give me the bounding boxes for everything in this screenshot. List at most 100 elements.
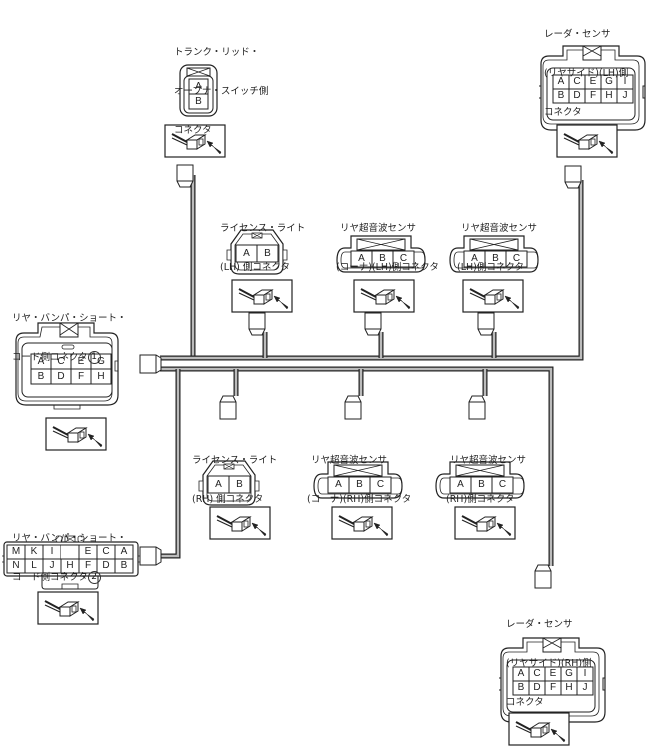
pin-cell bbox=[188, 93, 209, 110]
pin-grid-sonar-corner-lh bbox=[350, 250, 415, 268]
view-icon-radar-rh bbox=[508, 712, 570, 746]
plug-radar-lh bbox=[564, 165, 582, 189]
pin-label: A bbox=[517, 668, 525, 679]
view-icon-radar-lh bbox=[556, 124, 618, 158]
pin-label: A bbox=[243, 247, 250, 259]
pin-cell bbox=[228, 475, 251, 494]
pin-cell bbox=[392, 250, 415, 268]
pin-label: A bbox=[557, 76, 565, 87]
view-icon-license-lh bbox=[231, 279, 293, 313]
wire-to-cord2 bbox=[160, 369, 181, 559]
pin-cell bbox=[369, 476, 392, 494]
pin-label: C bbox=[512, 253, 521, 264]
pin-label: H bbox=[66, 560, 74, 571]
plug-cord-2 bbox=[139, 546, 162, 566]
pin-label: J bbox=[582, 682, 588, 693]
plug-trunk-lid bbox=[176, 164, 194, 188]
plug-license-lh bbox=[248, 312, 266, 336]
pin-label: H bbox=[565, 682, 573, 693]
plug-sonar-corner-lh bbox=[364, 312, 382, 336]
pin-cell bbox=[616, 88, 634, 104]
pin-label: H bbox=[605, 90, 613, 101]
label-license-lamp-rh: ライセンス・ライト (RH) 側コネクタ bbox=[192, 455, 278, 505]
pin-cell bbox=[505, 250, 528, 268]
plug-radar-rh bbox=[534, 564, 552, 589]
pin-label: B bbox=[356, 479, 363, 490]
label-rear-sonar-lh: リヤ超音波センサ (LH)側コネクタ bbox=[457, 223, 538, 273]
pin-grid-sonar-corner-rh bbox=[327, 476, 392, 494]
pin-label: E bbox=[549, 668, 557, 679]
pin-label: C bbox=[498, 479, 507, 490]
plug-sonar-rh bbox=[468, 395, 486, 420]
pin-label: E bbox=[589, 76, 597, 87]
pin-label: G bbox=[565, 668, 573, 679]
view-icon-sonar-corner-lh bbox=[353, 279, 415, 313]
plug-sonar-lh bbox=[477, 312, 495, 336]
pin-grid-cord-1 bbox=[30, 353, 112, 385]
pin-grid-radar-lh bbox=[552, 74, 634, 104]
pin-label: C bbox=[102, 546, 110, 557]
pin-label: B bbox=[264, 247, 271, 259]
pin-label: C bbox=[376, 479, 385, 490]
pin-label: G bbox=[97, 355, 105, 367]
label-trunk-lid-opener-switch: トランク・リッド・ オープナ・スイッチ側 コネクタ bbox=[174, 47, 269, 136]
pin-label: B bbox=[120, 560, 128, 571]
pin-label: E bbox=[84, 546, 92, 557]
pin-label: D bbox=[57, 370, 65, 382]
pin-label: K bbox=[30, 546, 38, 557]
pin-cell bbox=[90, 368, 112, 385]
pin-grid-license-rh bbox=[207, 475, 251, 494]
pin-label: B bbox=[478, 479, 485, 490]
pin-label: A bbox=[37, 355, 45, 367]
pin-label: A bbox=[335, 479, 342, 490]
pin-label: C bbox=[533, 668, 541, 679]
pin-label: B bbox=[557, 90, 565, 101]
pin-label: A bbox=[215, 478, 222, 490]
pin-label: I bbox=[583, 668, 587, 679]
pin-grid-radar-rh bbox=[512, 666, 594, 696]
pin-label: G bbox=[605, 76, 613, 87]
pin-grid-sonar-rh bbox=[449, 476, 514, 494]
pin-label: N bbox=[12, 560, 20, 571]
pin-label: C bbox=[399, 253, 408, 264]
pin-label: D bbox=[573, 90, 581, 101]
pin-label: M bbox=[11, 546, 21, 557]
pin-label: C bbox=[573, 76, 581, 87]
wire-main-lower-core bbox=[160, 367, 553, 566]
label-rear-sonar-corner-lh: リヤ超音波センサ (コーナ)(LH)側コネクタ bbox=[336, 223, 439, 273]
pin-label: J bbox=[49, 560, 55, 571]
pin-label: A bbox=[457, 479, 464, 490]
pin-label: L bbox=[31, 560, 37, 571]
pin-label: B bbox=[195, 95, 202, 107]
pin-grid-cord-2 bbox=[6, 544, 134, 574]
pin-label: A bbox=[195, 80, 202, 92]
view-icon-sonar-corner-rh bbox=[331, 506, 393, 540]
wire-to-cord2-core bbox=[160, 369, 180, 558]
view-icon-license-rh bbox=[209, 506, 271, 540]
pin-cell bbox=[256, 244, 279, 263]
pin-label: H bbox=[97, 370, 105, 382]
view-icon-cord-1 bbox=[45, 417, 107, 451]
pin-label: F bbox=[549, 682, 557, 693]
view-icon-sonar-rh bbox=[454, 506, 516, 540]
connector-faces bbox=[2, 45, 646, 723]
pin-label: B bbox=[236, 478, 243, 490]
pin-label: A bbox=[120, 546, 128, 557]
pin-label: F bbox=[589, 90, 597, 101]
view-icons bbox=[37, 124, 618, 746]
index-mark-1: 1 bbox=[87, 351, 101, 364]
pin-label: J bbox=[622, 90, 628, 101]
pin-label: I bbox=[623, 76, 627, 87]
wire-main-upper-core bbox=[160, 180, 583, 360]
label-rear-sonar-corner-rh: リヤ超音波センサ (コーナ)(RH)側コネクタ bbox=[307, 455, 412, 505]
pin-label: B bbox=[517, 682, 525, 693]
pin-grid-sonar-lh bbox=[463, 250, 528, 268]
pin-label: B bbox=[379, 253, 386, 264]
pin-label: F bbox=[84, 560, 92, 571]
pin-label: B bbox=[37, 370, 45, 382]
plug-sonar-corner-rh bbox=[344, 395, 362, 420]
harness-lines bbox=[160, 175, 584, 566]
